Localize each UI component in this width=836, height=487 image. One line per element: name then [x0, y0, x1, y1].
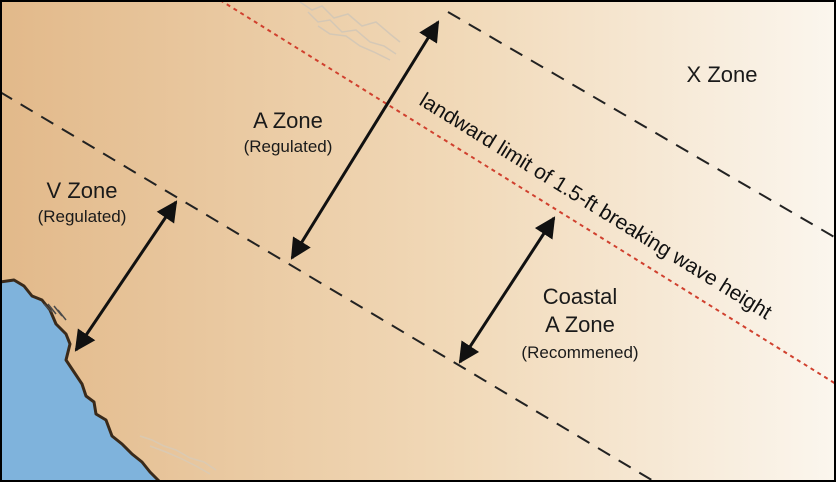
- coastal-a-zone-subtitle: (Recommened): [521, 343, 638, 362]
- coastal-a-zone-line1: Coastal: [543, 284, 618, 309]
- va-boundary-line: [0, 91, 656, 483]
- a-zone-width-arrow: [290, 20, 440, 260]
- a-zone-subtitle: (Regulated): [244, 137, 333, 156]
- shoreline: [0, 278, 162, 484]
- ax-boundary-line: [447, 11, 836, 239]
- v-zone-subtitle: (Regulated): [38, 207, 127, 226]
- v-zone-width-arrow: [74, 200, 178, 352]
- a-zone-title: A Zone: [253, 108, 323, 133]
- coastal-a-zone-width-arrow: [458, 216, 556, 364]
- coastal-a-zone-line2: A Zone: [545, 312, 615, 337]
- x-zone-label: X Zone: [687, 62, 758, 87]
- rock-texture-bottom: [139, 435, 217, 475]
- v-zone-title: V Zone: [47, 178, 118, 203]
- rock-texture-shore: [43, 303, 67, 321]
